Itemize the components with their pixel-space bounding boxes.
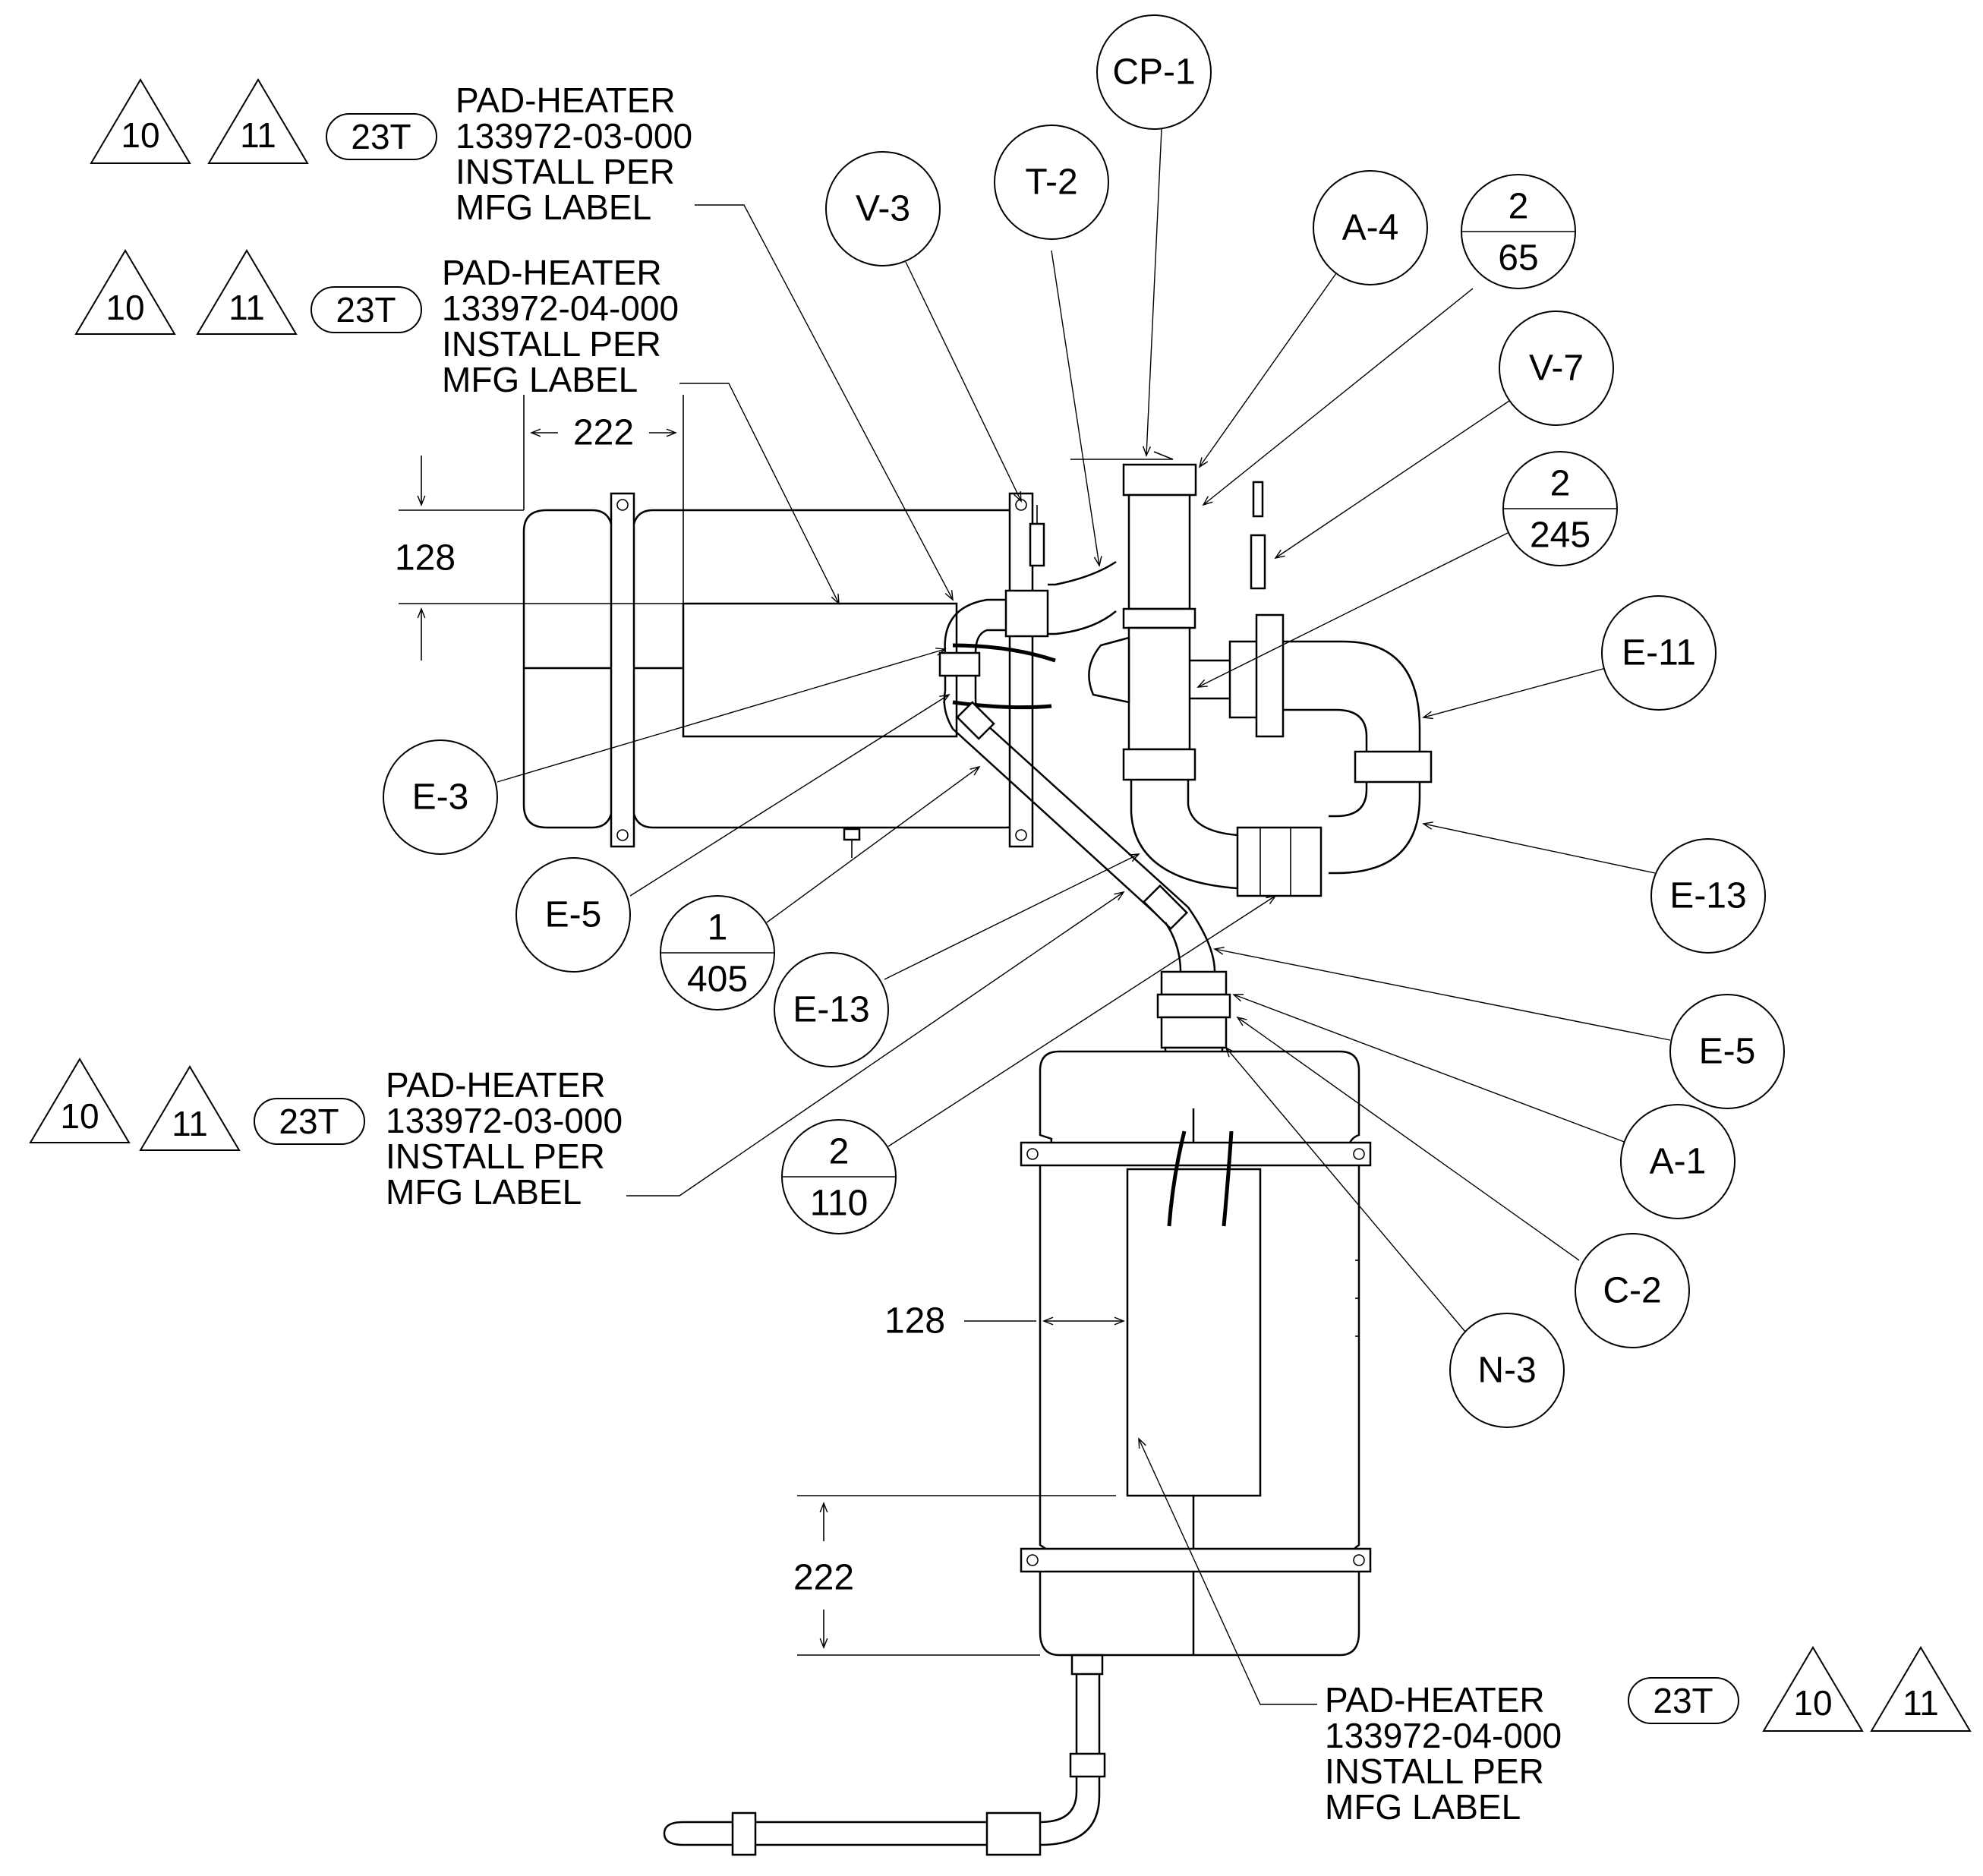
- svg-text:23T: 23T: [351, 117, 411, 156]
- svg-text:PAD-HEATER: PAD-HEATER: [386, 1065, 606, 1105]
- dim-bottom-width: 128: [884, 1301, 945, 1342]
- svg-text:E-3: E-3: [412, 777, 469, 818]
- svg-text:405: 405: [687, 960, 748, 1000]
- callout-e-3: E-3: [383, 739, 498, 855]
- callout-e-13-right: E-13: [1650, 838, 1766, 954]
- svg-text:10: 10: [121, 115, 159, 155]
- dim-top-height: 128: [395, 538, 456, 579]
- callout-n-3: N-3: [1449, 1313, 1565, 1428]
- svg-text:10: 10: [106, 288, 144, 327]
- callout-qty-1-405: 1 405: [660, 895, 775, 1011]
- svg-text:E-13: E-13: [1669, 876, 1746, 916]
- callout-a-4: A-4: [1313, 170, 1428, 285]
- pad-heater-note-1: 10 11 23T PAD-HEATER 133972-03-000 INSTA…: [90, 78, 692, 227]
- svg-text:N-3: N-3: [1477, 1351, 1536, 1391]
- svg-text:2: 2: [1509, 187, 1529, 227]
- callout-e-11: E-11: [1601, 595, 1717, 711]
- svg-text:23T: 23T: [336, 290, 396, 329]
- svg-text:T-2: T-2: [1025, 162, 1077, 203]
- svg-text:2: 2: [1550, 464, 1571, 504]
- callout-t-2: T-2: [994, 125, 1109, 240]
- svg-text:PAD-HEATER: PAD-HEATER: [456, 80, 676, 120]
- svg-text:PAD-HEATER: PAD-HEATER: [442, 253, 662, 292]
- svg-text:INSTALL PER: INSTALL PER: [386, 1137, 605, 1176]
- svg-text:1: 1: [708, 908, 728, 948]
- callout-qty-2-245: 2 245: [1502, 451, 1618, 566]
- pad-heater-note-2: 10 11 23T PAD-HEATER 133972-04-000 INSTA…: [74, 249, 679, 399]
- svg-text:65: 65: [1498, 238, 1538, 279]
- dim-top-width: 222: [573, 413, 634, 453]
- svg-text:245: 245: [1530, 516, 1590, 556]
- svg-text:V-3: V-3: [856, 189, 910, 229]
- callout-e-13-left: E-13: [774, 952, 889, 1067]
- svg-text:11: 11: [229, 288, 265, 327]
- svg-text:MFG LABEL: MFG LABEL: [1325, 1787, 1521, 1827]
- callout-leaders: [497, 128, 1671, 1705]
- svg-text:133972-04-000: 133972-04-000: [442, 288, 679, 328]
- callout-c-2: C-2: [1575, 1233, 1690, 1348]
- callout-a-1: A-1: [1620, 1104, 1736, 1219]
- svg-text:V-7: V-7: [1529, 348, 1584, 389]
- callout-qty-2-110: 2 110: [781, 1119, 897, 1234]
- dim-bottom-height: 222: [793, 1558, 854, 1598]
- svg-text:MFG LABEL: MFG LABEL: [386, 1172, 582, 1212]
- callout-cp-1: CP-1: [1096, 14, 1212, 130]
- pipe-assembly: [938, 451, 1433, 1099]
- svg-text:E-5: E-5: [545, 895, 602, 935]
- callout-v-3: V-3: [825, 151, 941, 266]
- callout-v-7: V-7: [1499, 311, 1614, 426]
- svg-text:10: 10: [1793, 1683, 1832, 1723]
- svg-text:11: 11: [172, 1104, 208, 1143]
- svg-text:2: 2: [829, 1132, 850, 1172]
- svg-text:INSTALL PER: INSTALL PER: [442, 324, 661, 364]
- svg-text:133972-03-000: 133972-03-000: [386, 1101, 623, 1140]
- svg-text:A-1: A-1: [1650, 1142, 1707, 1182]
- svg-text:E-13: E-13: [793, 990, 869, 1030]
- svg-text:PAD-HEATER: PAD-HEATER: [1325, 1680, 1545, 1720]
- callout-e-5-left: E-5: [515, 857, 631, 973]
- svg-text:INSTALL PER: INSTALL PER: [456, 152, 675, 191]
- svg-text:11: 11: [240, 115, 276, 155]
- svg-text:MFG LABEL: MFG LABEL: [456, 188, 651, 227]
- svg-text:INSTALL PER: INSTALL PER: [1325, 1751, 1544, 1791]
- pad-heater-note-4: 23T 10 11 PAD-HEATER 133972-04-000 INSTA…: [1325, 1646, 1972, 1827]
- dimensions: 222 128 128 222: [395, 395, 1125, 1656]
- svg-text:CP-1: CP-1: [1112, 52, 1195, 93]
- svg-text:C-2: C-2: [1603, 1271, 1661, 1311]
- svg-text:10: 10: [60, 1096, 99, 1136]
- svg-text:110: 110: [810, 1184, 869, 1224]
- svg-text:23T: 23T: [1653, 1681, 1713, 1720]
- svg-text:E-11: E-11: [1622, 633, 1696, 673]
- svg-text:MFG LABEL: MFG LABEL: [442, 360, 638, 399]
- svg-text:A-4: A-4: [1342, 208, 1399, 248]
- pad-heater-note-3: 10 11 23T PAD-HEATER 133972-03-000 INSTA…: [29, 1058, 623, 1212]
- svg-text:23T: 23T: [279, 1102, 339, 1141]
- svg-text:133972-03-000: 133972-03-000: [456, 116, 692, 156]
- callout-qty-2-65: 2 65: [1461, 174, 1576, 289]
- svg-text:11: 11: [1903, 1683, 1939, 1723]
- lower-tank: [663, 1050, 1372, 1856]
- svg-text:133972-04-000: 133972-04-000: [1325, 1716, 1562, 1755]
- callout-e-5-right: E-5: [1669, 994, 1785, 1109]
- svg-text:E-5: E-5: [1699, 1032, 1756, 1072]
